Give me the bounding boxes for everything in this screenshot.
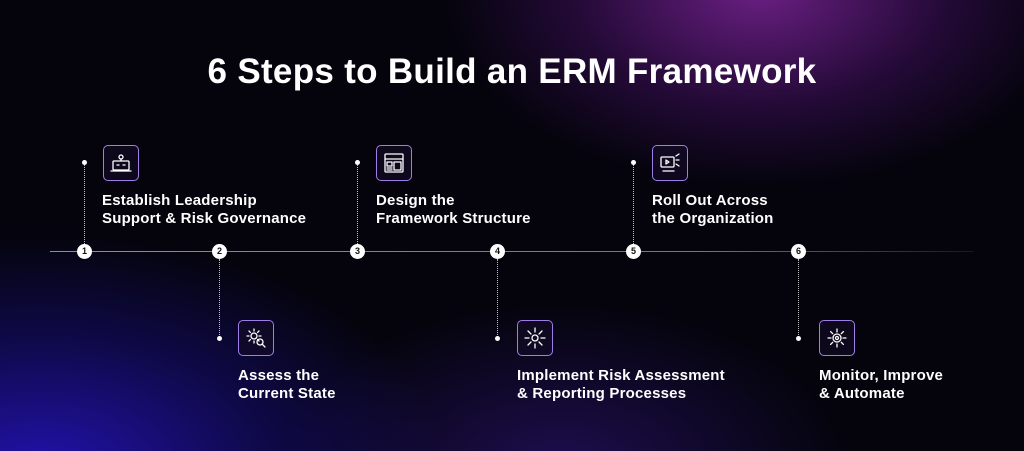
monitor-gear-icon [827,328,847,348]
step-6-label-line1: Monitor, Improve [819,367,944,384]
framework-layout-icon [384,153,404,173]
step-3-connector-dot [355,160,360,165]
step-1-label: Establish Leadership Support & Risk Gove… [102,192,342,228]
step-6-label-line2: & Automate [819,385,905,402]
page-title: 6 Steps to Build an ERM Framework [207,52,817,91]
step-6-label: Monitor, Improve & Automate [819,367,1024,403]
step-2-label-line1: Assess the [238,367,320,384]
step-2-icon-box [238,320,274,356]
step-4-icon-box [517,320,553,356]
gear-search-icon [246,328,266,348]
step-1-connector [84,163,85,244]
step-2-node: 2 [212,244,227,259]
step-3-label-line2: Framework Structure [376,210,531,227]
step-5-icon-box [652,145,688,181]
step-2-label-line2: Current State [238,385,336,402]
step-6-icon-box [819,320,855,356]
step-6-node: 6 [791,244,806,259]
step-4-label-line2: & Reporting Processes [517,385,687,402]
step-6-connector-dot [796,336,801,341]
timeline-line [50,251,974,252]
step-4-label: Implement Risk Assessment & Reporting Pr… [517,367,757,403]
step-4-label-line1: Implement Risk Assessment [517,367,725,384]
step-1-icon-box [103,145,139,181]
step-5-label: Roll Out Across the Organization [652,192,892,228]
step-2-connector-dot [217,336,222,341]
step-1-label-line2: Support & Risk Governance [102,210,307,227]
leadership-presentation-icon [110,154,132,172]
step-5-node: 5 [626,244,641,259]
step-2-connector [219,259,220,339]
step-5-connector-dot [631,160,636,165]
rollout-screen-icon [660,153,680,172]
step-5-label-line1: Roll Out Across [652,192,768,209]
step-1-node: 1 [77,244,92,259]
step-4-connector-dot [495,336,500,341]
step-3-connector [357,163,358,244]
step-2-label: Assess the Current State [238,367,478,403]
step-6-connector [798,259,799,339]
step-3-label-line1: Design the [376,192,455,209]
step-3-node: 3 [350,244,365,259]
step-3-icon-box [376,145,412,181]
network-hub-icon [524,327,546,349]
step-4-node: 4 [490,244,505,259]
step-5-connector [633,163,634,244]
step-5-label-line2: the Organization [652,210,774,227]
step-1-connector-dot [82,160,87,165]
step-3-label: Design the Framework Structure [376,192,616,228]
step-4-connector [497,259,498,339]
step-1-label-line1: Establish Leadership [102,192,257,209]
